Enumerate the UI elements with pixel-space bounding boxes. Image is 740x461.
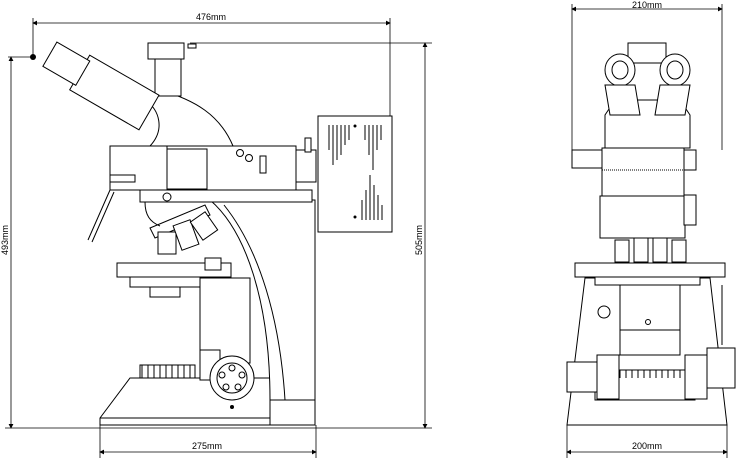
front-body	[601, 147, 685, 197]
camera-port	[154, 57, 182, 97]
dim-210: 210mm	[632, 0, 662, 10]
dim-476: 476mm	[196, 12, 226, 22]
focus-column	[199, 277, 251, 364]
dim-200: 200mm	[632, 441, 662, 451]
side-dimensions: 476mm 493mm 505mm 275mm	[0, 12, 432, 458]
front-stage	[574, 262, 726, 278]
lamp-house	[317, 115, 393, 233]
focus-knob	[209, 355, 255, 401]
objective	[157, 231, 177, 255]
dim-493: 493mm	[0, 225, 10, 255]
nosepiece	[149, 204, 211, 239]
focus-knob-right	[706, 347, 736, 389]
side-arm	[208, 199, 316, 401]
front-eyepiece-right	[659, 53, 691, 87]
front-eyepiece-left	[604, 53, 636, 87]
dim-505: 505mm	[414, 225, 424, 255]
front-dimensions: 210mm 200mm	[566, 0, 728, 458]
trinocular-head	[144, 89, 234, 147]
illuminator-body	[109, 145, 297, 191]
eyepiece	[42, 41, 91, 86]
objective	[189, 211, 219, 241]
front-camera-port	[627, 42, 667, 64]
front-view	[566, 42, 736, 426]
objective	[172, 219, 200, 251]
dim-275: 275mm	[192, 441, 222, 451]
focus-knob-left	[566, 361, 598, 393]
side-view	[30, 41, 393, 426]
